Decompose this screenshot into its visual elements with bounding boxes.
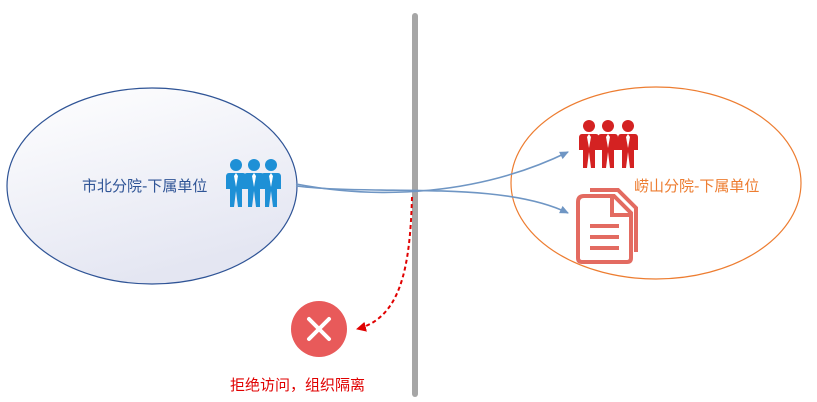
left-unit-label: 市北分院-下属单位 — [82, 177, 207, 195]
right-unit-label: 崂山分院-下属单位 — [634, 177, 759, 195]
document-icon — [576, 188, 638, 264]
deny-label: 拒绝访问，组织隔离 — [230, 376, 365, 394]
close-icon — [291, 301, 347, 357]
access-arrow-to-document — [295, 185, 569, 214]
denied-arrow — [356, 196, 413, 332]
